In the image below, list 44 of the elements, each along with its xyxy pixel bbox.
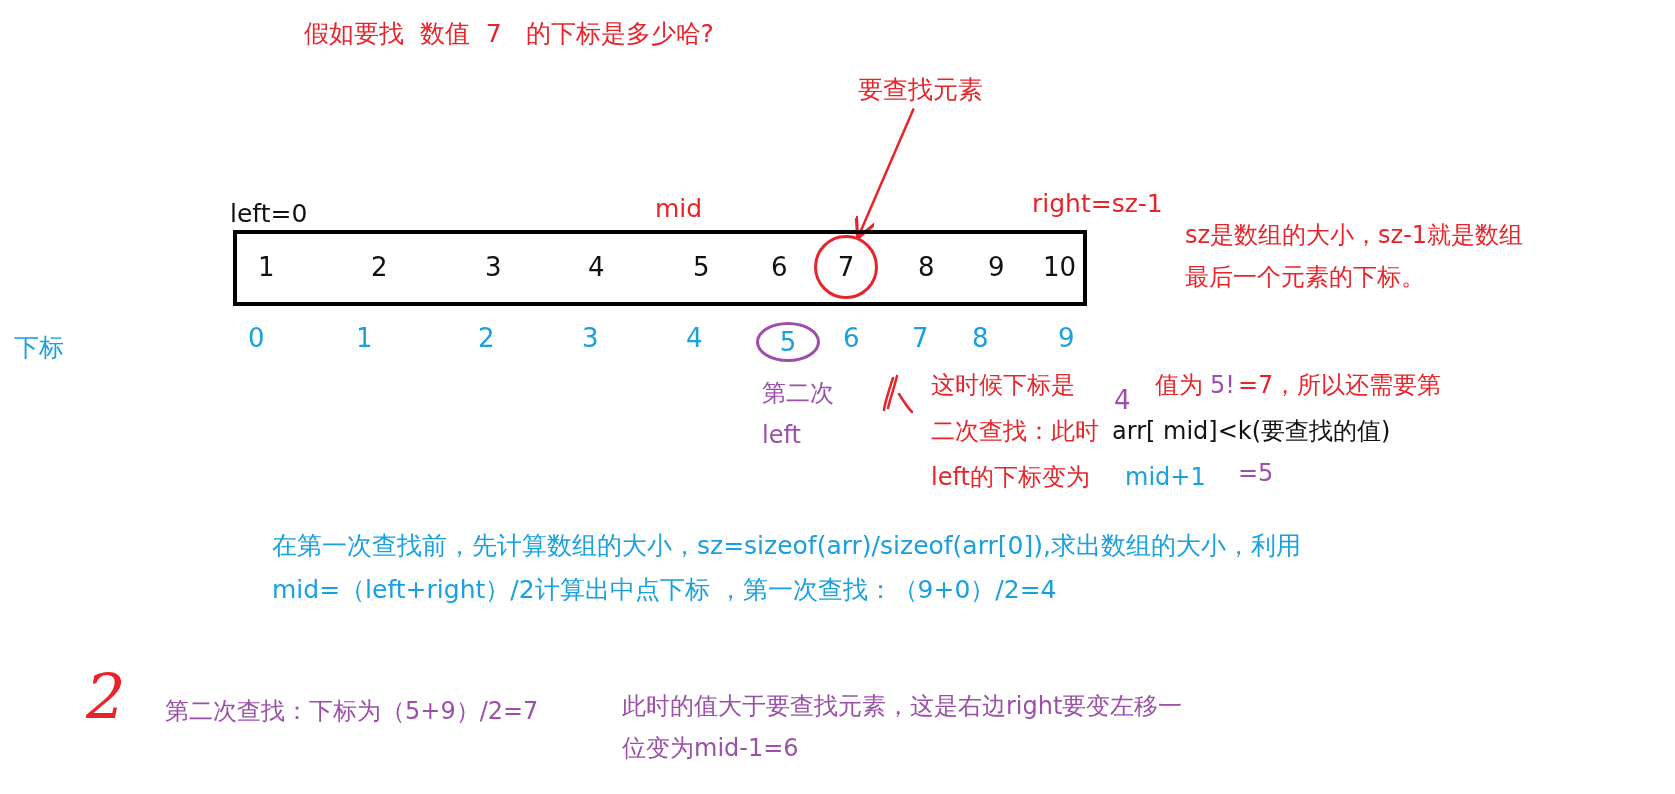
explanation-text: 第二次查找：下标为（5+9）/2=7 [165, 696, 539, 727]
array-value: 6 [771, 252, 788, 284]
explanation-text: 此时的值大于要查找元素，这是右边right要变左移一位变为mid-1=6 [622, 691, 1184, 764]
note-text: 4 [1114, 384, 1131, 417]
array-value: 2 [371, 252, 388, 284]
array-value: 4 [588, 252, 605, 284]
note-text: =5 [1238, 458, 1274, 489]
note-text: 二次查找：此时 [931, 416, 1099, 447]
note-text: left的下标变为 [931, 462, 1090, 493]
circled-index: 5 [756, 322, 820, 362]
note-text: =7，所以还需要第 [1238, 370, 1442, 401]
note-text: sz是数组的大小，sz-1就是数组最后一个元素的下标。 [1185, 220, 1525, 293]
index-label: 7 [912, 322, 929, 355]
index-label: 0 [248, 322, 265, 355]
note-text: 这时候下标是 [931, 370, 1075, 401]
note-text: 5! [1210, 370, 1235, 401]
pointer-label: right=sz-1 [1032, 188, 1163, 220]
index-label: 3 [582, 322, 599, 355]
array-value: 3 [485, 252, 502, 284]
note-text: arr[ mid]<k(要查找的值) [1112, 416, 1391, 447]
index-label: 8 [972, 322, 989, 355]
array-value: 5 [693, 252, 710, 284]
index-label: 6 [843, 322, 860, 355]
array-value: 10 [1043, 252, 1077, 284]
array-value: 9 [988, 252, 1005, 284]
pointer-label: left=0 [230, 198, 308, 230]
arrow [854, 108, 915, 240]
explanation-text: 在第一次查找前，先计算数组的大小，sz=sizeof(arr)/sizeof(arr[0]),求出数组的大小，利用mid=（left+right）/2计算出中点下标 ，第一次查找：（9+0）/2=4 [272, 530, 1302, 606]
title-text: 假如要找 数值 7 的下标是多少哈? [304, 18, 714, 50]
note-text: mid+1 [1125, 462, 1206, 493]
pointer-label: mid [655, 193, 703, 225]
step-number: 2 [86, 666, 126, 728]
array-box [233, 230, 1087, 306]
index-label: 9 [1058, 322, 1075, 355]
note-text: 值为 [1155, 370, 1203, 401]
circled-value: 7 [814, 235, 878, 299]
index-label: 2 [478, 322, 495, 355]
index-label: 1 [356, 322, 373, 355]
array-value: 1 [258, 252, 275, 284]
pointer-note: 第二次 left [762, 378, 835, 451]
index-label: 4 [686, 322, 703, 355]
callout-text: 要查找元素 [858, 74, 983, 107]
axis-label: 下标 [14, 332, 64, 364]
array-value: 8 [918, 252, 935, 284]
